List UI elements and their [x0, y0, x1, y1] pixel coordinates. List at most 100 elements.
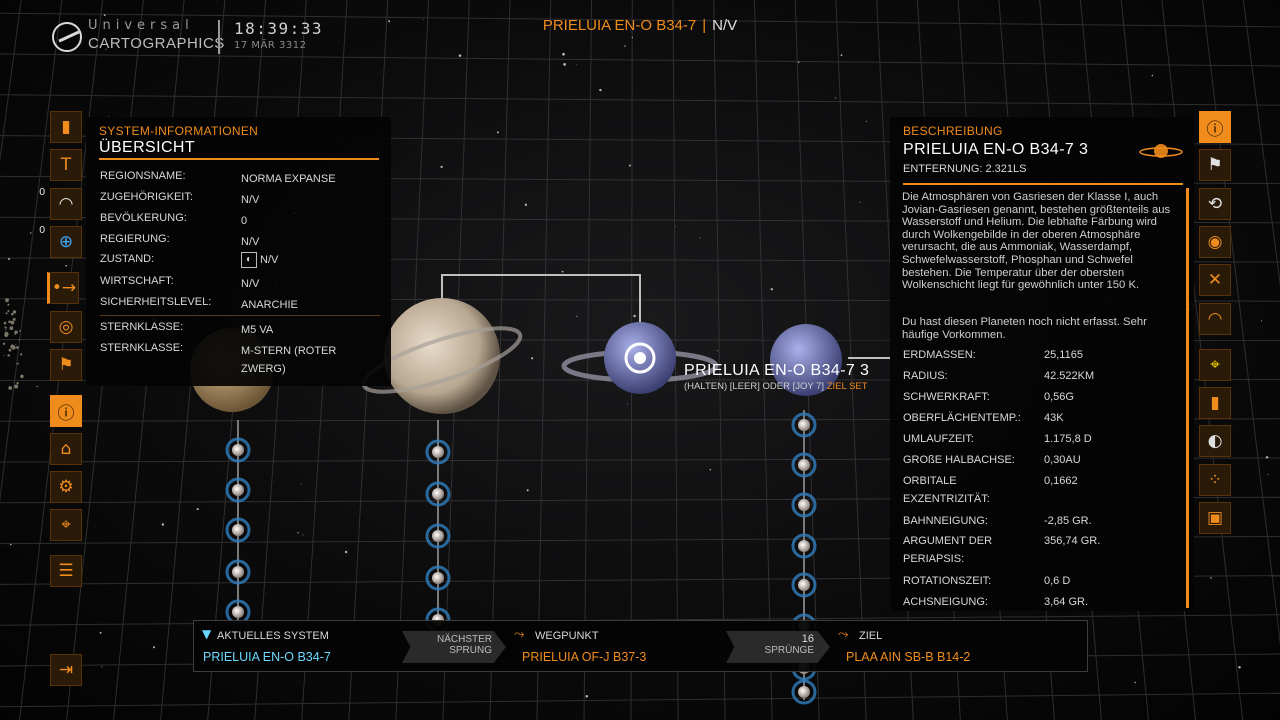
moon[interactable] [232, 524, 244, 536]
logo-top-text: Universal [88, 18, 194, 33]
planet-2[interactable] [384, 298, 500, 414]
system-info-title: ÜBERSICHT [99, 139, 196, 156]
moon[interactable] [232, 444, 244, 456]
bank-button[interactable]: ⌂ [50, 433, 82, 465]
info-icon: ⓘ [57, 403, 75, 424]
current-system-value[interactable]: PRIELUIA EN-O B34-7 [203, 650, 331, 664]
moon[interactable] [798, 540, 810, 552]
destination-label: ZIEL [859, 630, 883, 642]
globe-count: 0 [39, 225, 46, 236]
flag-button[interactable]: ⚑ [50, 349, 82, 381]
globe-button[interactable]: 0⊕ [39, 225, 82, 258]
location-pin-icon: ⌖ [61, 515, 71, 535]
hammer-button[interactable]: T [50, 149, 82, 181]
right-dna-button[interactable]: ✕ [1199, 264, 1231, 296]
location-button[interactable]: ⌖ [50, 509, 82, 541]
right-location-button[interactable]: ⌖ [1199, 349, 1231, 381]
planet-4[interactable] [770, 324, 842, 396]
body-row-value: 42.522KM [1044, 370, 1095, 382]
planet-scan-count: 0 [39, 187, 46, 198]
planet-scan-button[interactable]: 0◠ [39, 187, 82, 220]
system-map-button[interactable]: •→ [47, 272, 79, 304]
body-row-value: 0,6 D [1044, 575, 1071, 587]
body-row-value: -2,85 GR. [1044, 515, 1092, 527]
bookmark-button[interactable]: ▮ [50, 111, 82, 143]
destination-icon: ⤳ [838, 627, 849, 642]
body-row-value: 0,1662 [1044, 475, 1078, 487]
body-row-key: ROTATIONSZEIT: [903, 575, 992, 587]
moon[interactable] [232, 606, 244, 618]
bookmark-icon: ▮ [61, 117, 71, 137]
right-network-button[interactable]: ⁘ [1199, 464, 1231, 496]
right-info-button[interactable]: ⓘ [1199, 111, 1231, 143]
moon-orbit-ring [225, 477, 251, 503]
moon-orbit-ring [791, 412, 817, 438]
settings-button[interactable]: ⚙ [50, 471, 82, 503]
right-bookmark-button[interactable]: ▮ [1199, 387, 1231, 419]
body-discovery-note: Du hast diesen Planeten noch nicht erfas… [902, 316, 1147, 341]
moon-orbit-ring [225, 559, 251, 585]
bank-icon: ⌂ [60, 439, 72, 459]
exit-button[interactable]: ⇥ [50, 654, 82, 686]
moon[interactable] [798, 459, 810, 471]
clock-time: 18:39:33 [234, 19, 324, 38]
next-jump-arrow [402, 631, 506, 663]
moon[interactable] [432, 446, 444, 458]
moon[interactable] [232, 566, 244, 578]
moon[interactable] [798, 579, 810, 591]
moon[interactable] [232, 484, 244, 496]
body-row-key: ERDMASSEN: [903, 349, 976, 361]
info-icon: ⓘ [1206, 119, 1224, 140]
moon[interactable] [798, 686, 810, 698]
selected-body-name[interactable]: PRIELUIA EN-O B34-7 3 [684, 362, 870, 379]
list-button[interactable]: ☰ [50, 555, 82, 587]
system-info-panel: SYSTEM-INFORMATIONEN ÜBERSICHT REGIONSNA… [86, 117, 391, 386]
right-flag-button[interactable]: ⚑ [1199, 149, 1231, 181]
waypoint-value[interactable]: PRIELUIA OF-J B37-3 [522, 650, 647, 664]
moon[interactable] [798, 499, 810, 511]
route-bar: ▼ AKTUELLES SYSTEM PRIELUIA EN-O B34-7 N… [193, 620, 1088, 672]
flag-icon: ⚑ [1207, 155, 1223, 175]
body-row-key: SCHWERKRAFT: [903, 391, 990, 403]
moon[interactable] [798, 419, 810, 431]
state-icon: ◐ [241, 252, 257, 269]
destination-value[interactable]: PLAA AIN SB-B B14-2 [846, 650, 971, 664]
logo-divider [218, 20, 220, 54]
hammer-icon: T [60, 155, 72, 175]
moon[interactable] [432, 572, 444, 584]
body-title: PRIELUIA EN-O B34-7 3 [903, 141, 1089, 158]
body-row-key: GROßE HALBACHSE: [903, 454, 1015, 466]
moon-orbit-ring [791, 679, 817, 705]
right-cards-button[interactable]: ▣ [1199, 502, 1231, 534]
route-icon: ⟲ [1207, 194, 1223, 214]
right-moon-button[interactable]: ◐ [1199, 425, 1231, 457]
moon-orbit-ring [791, 533, 817, 559]
moon-orbit-ring [425, 481, 451, 507]
dna-icon: ✕ [1207, 270, 1223, 290]
cartographics-icon [52, 22, 82, 52]
description-panel[interactable]: BESCHREIBUNG PRIELUIA EN-O B34-7 3 ENTFE… [890, 117, 1194, 611]
right-planet-scan-button[interactable]: 0◠ [1188, 302, 1231, 335]
body-row-key: ORBITALE EXZENTRIZITÄT: [903, 475, 990, 505]
body-row-value: 25,1165 [1044, 349, 1083, 361]
body-row-value: 0,30AU [1044, 454, 1081, 466]
info-button[interactable]: ⓘ [50, 395, 82, 427]
target-button[interactable]: ◎ [50, 311, 82, 343]
moon[interactable] [432, 530, 444, 542]
exit-icon: ⇥ [58, 660, 74, 680]
universal-cartographics-logo: Universal CARTOGRAPHICS 18:39:33 17 MÄR … [52, 18, 322, 60]
moon-orbit-ring [425, 565, 451, 591]
body-row-value: 43K [1044, 412, 1064, 424]
waypoint-icon: ⤳ [514, 627, 525, 642]
moon-orbit-ring [225, 517, 251, 543]
moon-orbit-ring [225, 437, 251, 463]
planet-scan-icon: ◠ [1207, 309, 1223, 329]
target-icon: ◎ [58, 317, 74, 337]
right-route-button[interactable]: ⟲ [1199, 188, 1231, 220]
right-target-button[interactable]: ◉ [1199, 226, 1231, 258]
moon[interactable] [432, 488, 444, 500]
description-scrollbar[interactable] [1186, 188, 1189, 608]
body-row-value: 0,56G [1044, 391, 1074, 403]
